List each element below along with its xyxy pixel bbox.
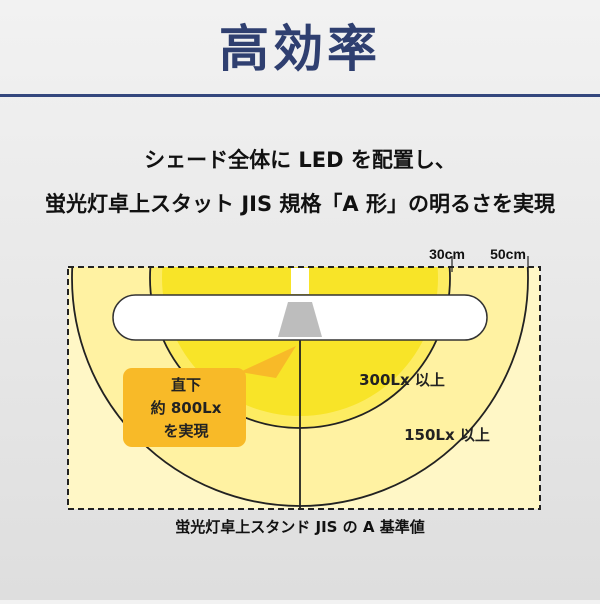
lamp-shade	[278, 302, 322, 337]
callout-line-1: 直下	[171, 376, 201, 394]
headline-line-2: 蛍光灯卓上スタット JIS 規格「A 形」の明るさを実現	[45, 192, 555, 216]
callout-line-3: を実現	[163, 422, 208, 440]
distance-label-50cm: 50cm	[490, 246, 526, 262]
distance-label-30cm: 30cm	[429, 246, 465, 262]
headline-line-1: シェード全体に LED を配置し、	[144, 148, 456, 172]
diagram-caption: 蛍光灯卓上スタンド JIS の A 基準値	[175, 518, 425, 536]
callout-box	[123, 368, 246, 447]
zone-label-300lx: 300Lx 以上	[359, 371, 445, 389]
jis-boundary-box	[67, 266, 541, 510]
callout-line-2: 約 800Lx	[151, 399, 222, 417]
zone-label-150lx: 150Lx 以上	[404, 426, 490, 444]
lamp-stem	[291, 268, 309, 294]
callout-pointer	[240, 346, 296, 378]
title-divider	[0, 94, 600, 97]
page-title: 高効率	[219, 19, 381, 78]
